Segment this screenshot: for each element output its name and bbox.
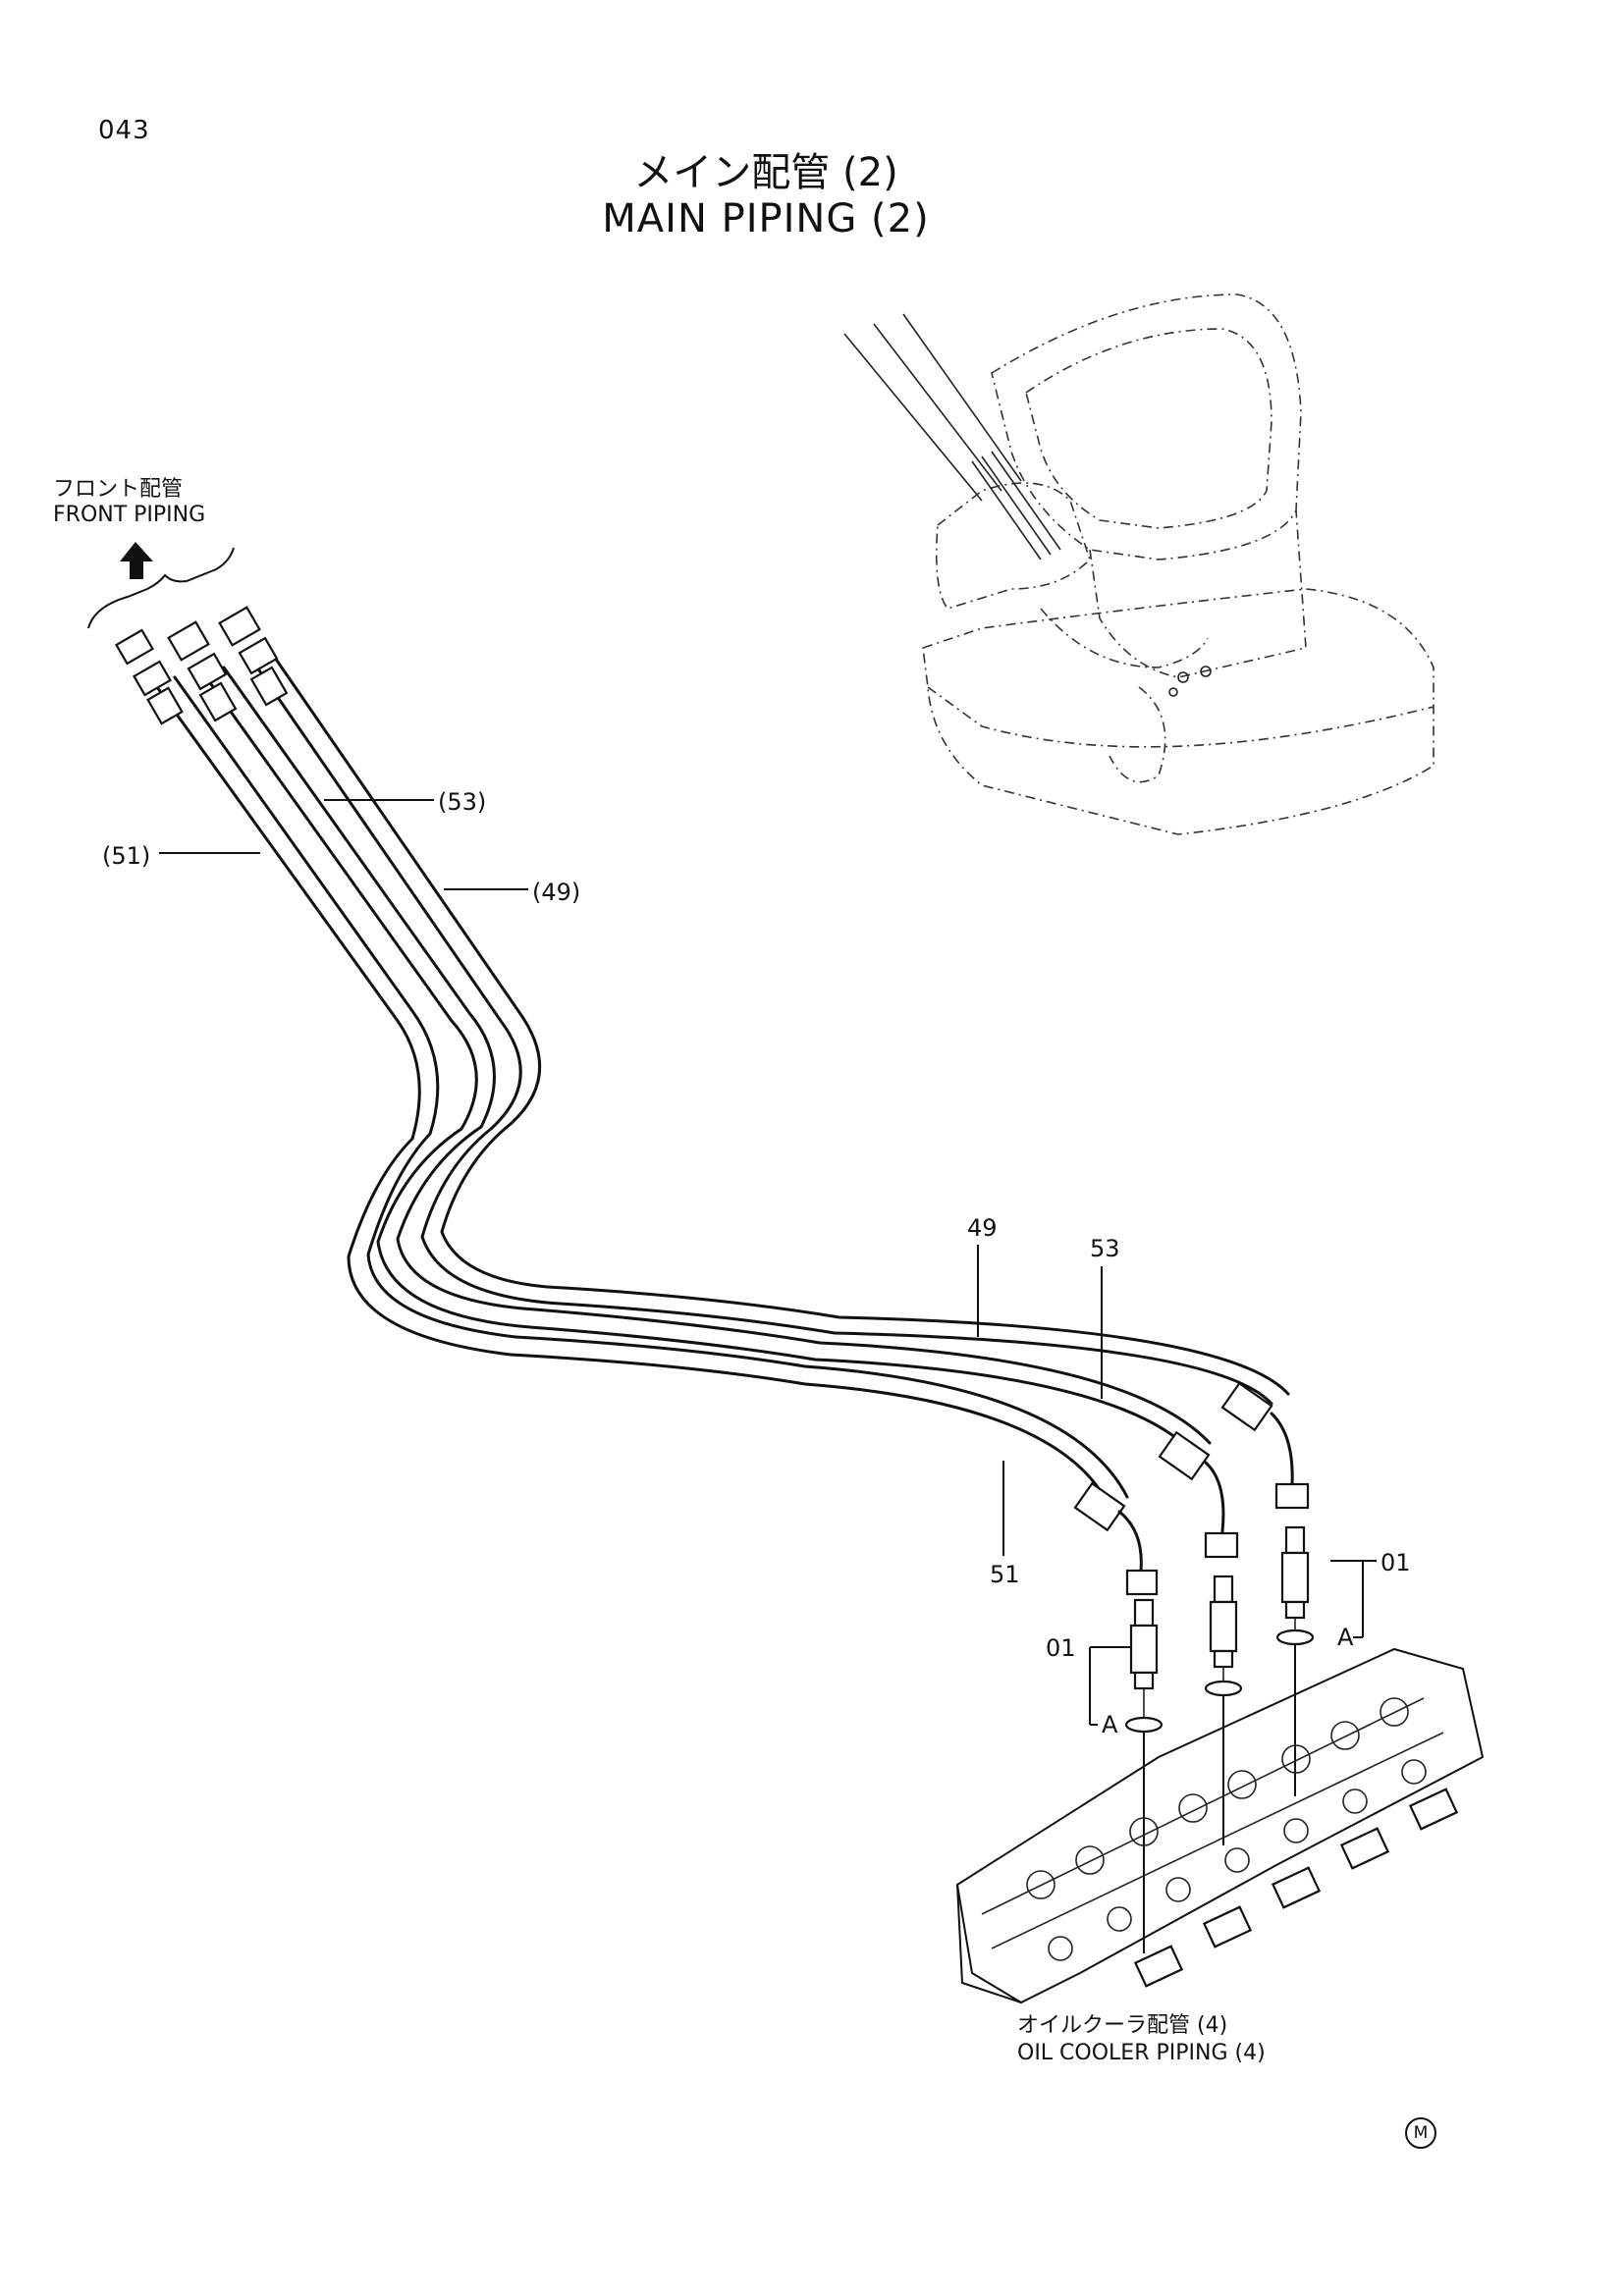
callout-a-left: A <box>1102 1711 1118 1738</box>
elbow-fitting-53 <box>1158 1430 1239 1559</box>
callout-51: 51 <box>990 1561 1020 1588</box>
page-title-japanese: メイン配管 (2) <box>633 150 898 195</box>
leader-lines <box>159 799 1377 1726</box>
front-piping-label-ja: フロント配管 <box>53 477 184 502</box>
page-title-english: MAIN PIPING (2) <box>602 196 930 241</box>
elbow-fitting-51 <box>1073 1481 1159 1596</box>
callout-a-right: A <box>1337 1624 1354 1651</box>
machine-overview-sketch <box>843 294 1435 835</box>
control-valve <box>955 1647 1485 2004</box>
port-connection-lines <box>1143 1644 1296 1953</box>
adapter-01-right <box>1275 1525 1315 1646</box>
hose-51 <box>155 675 1129 1509</box>
front-piping-brace <box>87 547 235 629</box>
callout-01-left: 01 <box>1046 1634 1076 1662</box>
callout-49: 49 <box>967 1214 998 1242</box>
hose-49 <box>255 656 1290 1406</box>
callout-49-paren: (49) <box>532 879 581 906</box>
oil-cooler-piping-label-en: OIL COOLER PIPING (4) <box>1017 2041 1266 2065</box>
arrow-up-icon <box>120 542 153 579</box>
hose-53 <box>204 666 1212 1455</box>
adapter-01-left <box>1124 1598 1164 1734</box>
callout-53-paren: (53) <box>438 788 487 816</box>
front-piping-label-en: FRONT PIPING <box>53 503 206 527</box>
pipe-end-fitting-51 <box>115 628 184 725</box>
elbow-fitting-49 <box>1220 1381 1310 1510</box>
m-mark-icon: M <box>1405 2117 1436 2149</box>
adapter-center <box>1204 1575 1243 1697</box>
pipe-end-fitting-53 <box>167 620 238 722</box>
callout-53: 53 <box>1090 1235 1120 1262</box>
callout-01-right: 01 <box>1380 1549 1411 1576</box>
oil-cooler-piping-label-ja: オイルクーラ配管 (4) <box>1017 2013 1228 2038</box>
pipe-end-fitting-49 <box>218 606 289 707</box>
callout-51-paren: (51) <box>102 842 151 870</box>
page-number: 043 <box>98 116 150 145</box>
